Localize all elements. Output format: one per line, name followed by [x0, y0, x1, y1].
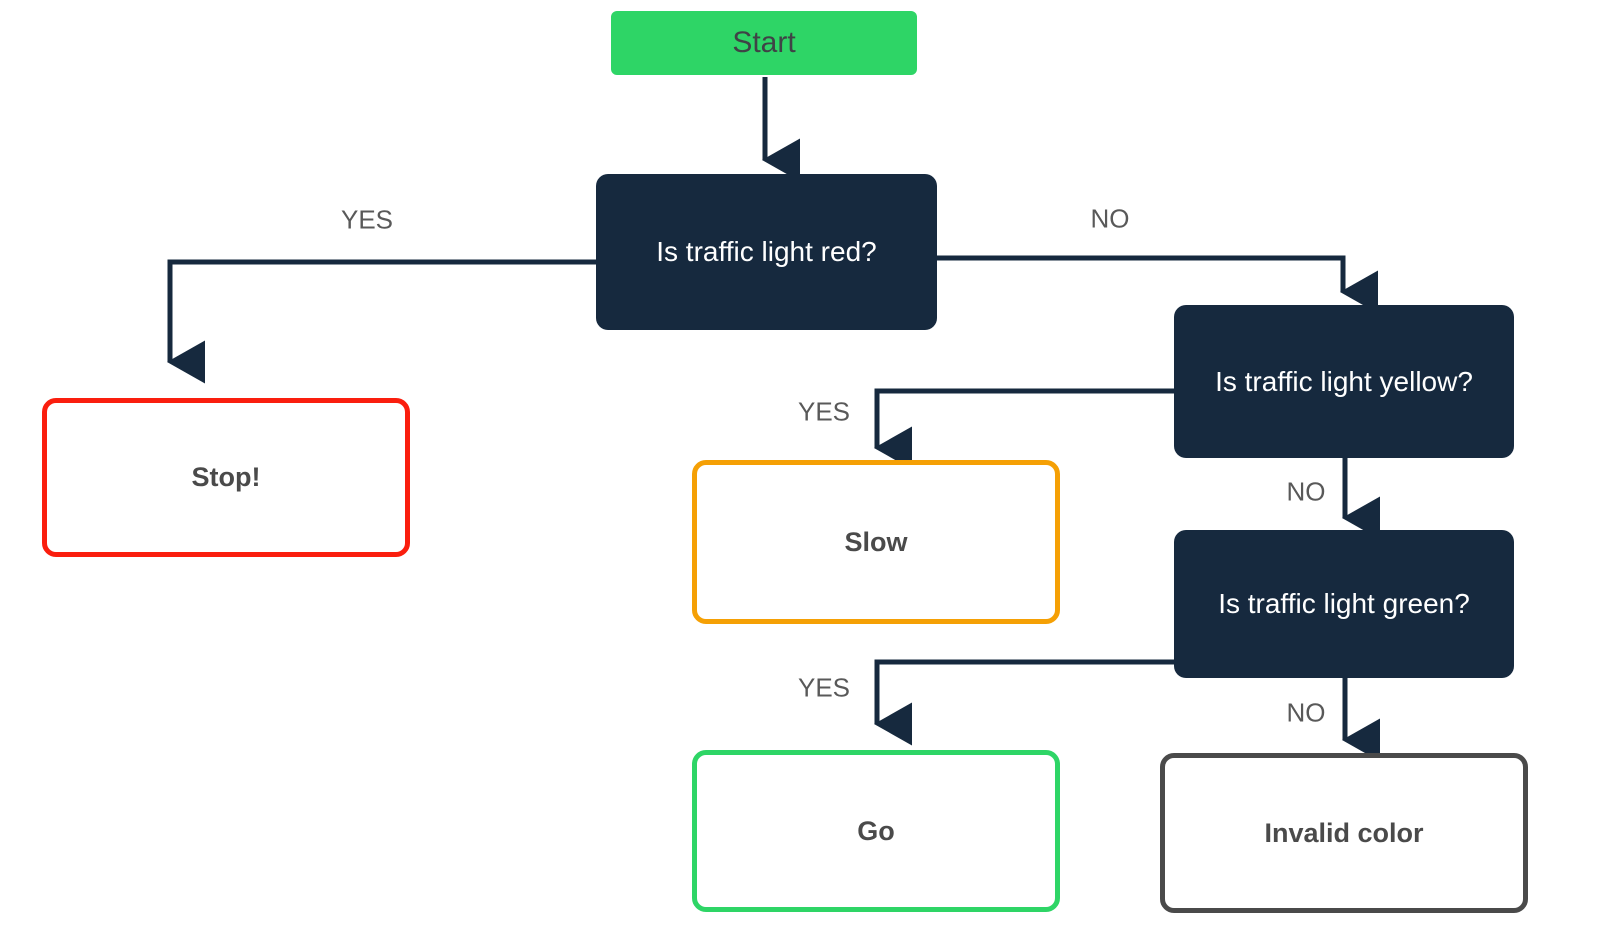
node-decision-is-traffic-light-yellow-label: Is traffic light yellow? — [1215, 365, 1473, 397]
node-outcome-stop-label: Stop! — [191, 462, 261, 493]
node-start-label: Start — [732, 26, 796, 59]
node-decision-is-traffic-light-green[interactable]: Is traffic light green? — [1174, 530, 1514, 678]
edge-label-is-green-yes: YES — [797, 672, 851, 703]
node-outcome-go-label: Go — [857, 815, 895, 846]
node-decision-is-traffic-light-yellow[interactable]: Is traffic light yellow? — [1174, 305, 1514, 458]
edge-is-green-yes-to-go — [873, 659, 1174, 746]
edge-label-is-red-yes: YES — [340, 204, 394, 235]
node-decision-is-traffic-light-green-label: Is traffic light green? — [1218, 588, 1470, 620]
node-start[interactable]: Start — [611, 11, 917, 75]
edge-label-is-yellow-yes: YES — [797, 396, 851, 427]
node-outcome-slow[interactable]: Slow — [692, 460, 1060, 624]
node-outcome-go[interactable]: Go — [692, 750, 1060, 912]
node-outcome-invalid-color[interactable]: Invalid color — [1160, 753, 1528, 913]
edge-label-is-red-no: NO — [1090, 203, 1130, 234]
edge-is-yellow-yes-to-slow — [873, 388, 1174, 470]
node-outcome-slow-label: Slow — [844, 526, 908, 557]
edge-is-red-yes-to-stop — [166, 259, 596, 384]
edge-label-is-yellow-no: NO — [1286, 476, 1326, 507]
edge-label-is-green-no: NO — [1286, 697, 1326, 728]
node-outcome-stop[interactable]: Stop! — [42, 398, 410, 557]
node-decision-is-traffic-light-red[interactable]: Is traffic light red? — [596, 174, 937, 330]
node-decision-is-traffic-light-red-label: Is traffic light red? — [656, 236, 877, 268]
edge-is-red-no-to-is-yellow — [937, 255, 1378, 314]
node-outcome-invalid-color-label: Invalid color — [1264, 817, 1424, 848]
